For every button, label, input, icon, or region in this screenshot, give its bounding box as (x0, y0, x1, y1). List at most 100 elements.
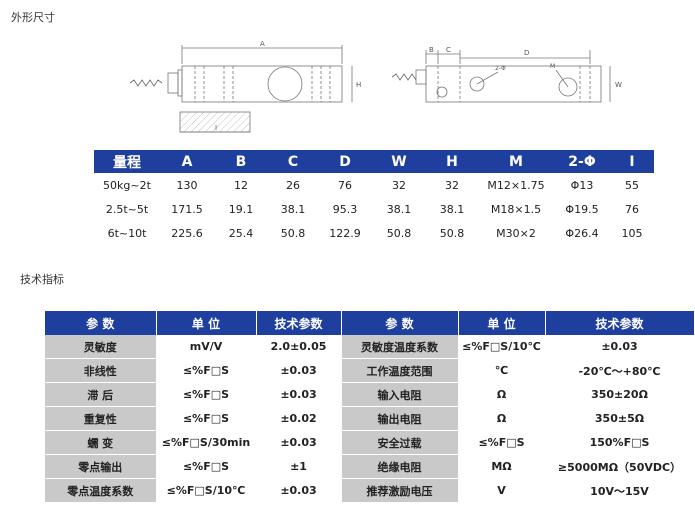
section-title-dimensions: 外形尺寸 (11, 11, 55, 24)
table-row: 重复性 ≤%F□S ±0.02 输出电阻 Ω 350±5Ω (45, 406, 695, 431)
table-cell: ≤%F□S/30min (156, 430, 257, 455)
table-cell: 55 (625, 178, 639, 192)
table-cell: M30×2 (496, 226, 536, 240)
table-cell: ±0.03 (256, 358, 342, 383)
table-cell: ≤%F□S/10℃ (458, 335, 546, 359)
table-cell: ±0.03 (256, 430, 342, 455)
header-i: I (610, 150, 654, 173)
header-value-2: 技术参数 (545, 311, 695, 335)
header-m: M (478, 150, 554, 173)
table-cell: Φ13 (570, 178, 594, 192)
table-cell: 10V～15V (545, 478, 695, 503)
param-label: 非线性 (45, 358, 157, 383)
table-row: 6t~10t 225.6 25.4 50.8 122.9 50.8 50.8 M… (94, 221, 654, 245)
table-cell: V (458, 478, 546, 503)
table-cell: 171.5 (171, 202, 203, 216)
dim-label-w: W (615, 81, 622, 89)
table-cell: 19.1 (228, 202, 254, 216)
header-w: W (372, 150, 426, 173)
dim-label-phi: 2-Φ (495, 65, 506, 72)
table-cell: 105 (621, 226, 643, 240)
table-cell: Ω (458, 382, 546, 407)
table-cell: 38.1 (280, 202, 306, 216)
table-cell: 350±5Ω (545, 406, 695, 431)
header-range: 量程 (94, 150, 160, 173)
table-cell: 76 (625, 202, 639, 216)
header-d: D (318, 150, 372, 173)
table-row: 非线性 ≤%F□S ±0.03 工作温度范围 ℃ -20℃～+80℃ (45, 358, 695, 383)
header-h: H (426, 150, 478, 173)
specifications-table: 参 数 单 位 技术参数 参 数 单 位 技术参数 灵敏度 mV/V 2.0±0… (45, 311, 695, 503)
header-param-2: 参 数 (341, 311, 459, 335)
table-cell: M18×1.5 (490, 202, 542, 216)
table-cell: 25.4 (228, 226, 254, 240)
header-unit-2: 单 位 (458, 311, 546, 335)
param-label: 零点输出 (45, 454, 157, 479)
table-cell: Ω (458, 406, 546, 431)
table-row: 蠕 变 ≤%F□S/30min ±0.03 安全过载 ≤%F□S 150%F□S (45, 430, 695, 455)
table-cell: 2.5t~5t (105, 202, 149, 216)
table-cell: 6t~10t (107, 226, 147, 240)
table-cell: ≤%F□S (156, 358, 257, 383)
table-row: 零点输出 ≤%F□S ±1 绝缘电阻 MΩ ≥5000MΩ（50VDC） (45, 454, 695, 479)
table-cell: mV/V (156, 335, 257, 359)
table-cell: 150%F□S (545, 430, 695, 455)
table-cell: 50kg~2t (103, 178, 151, 192)
table-cell: 95.3 (332, 202, 358, 216)
param-label: 灵敏度 (45, 335, 157, 359)
table-cell: ±0.03 (256, 382, 342, 407)
dim-label-b: B (429, 46, 434, 54)
table-cell: ≤%F□S (156, 406, 257, 431)
table-cell: 26 (286, 178, 300, 192)
param-label: 蠕 变 (45, 430, 157, 455)
param-label: 输出电阻 (341, 406, 459, 431)
param-label: 滞 后 (45, 382, 157, 407)
header-param: 参 数 (45, 311, 157, 335)
table-cell: 122.9 (329, 226, 361, 240)
param-label: 输入电阻 (341, 382, 459, 407)
table-cell: 50.8 (386, 226, 412, 240)
param-label: 安全过载 (341, 430, 459, 455)
header-value: 技术参数 (256, 311, 342, 335)
table-row: 2.5t~5t 171.5 19.1 38.1 95.3 38.1 38.1 M… (94, 197, 654, 221)
param-label: 推荐激励电压 (341, 478, 459, 503)
table-cell: ≤%F□S (156, 382, 257, 407)
table-cell: 2.0±0.05 (256, 335, 342, 359)
dim-label-h: H (356, 81, 361, 89)
table-cell: 350±20Ω (545, 382, 695, 407)
table-cell: 225.6 (171, 226, 203, 240)
table-cell: MΩ (458, 454, 546, 479)
table-cell: ±0.02 (256, 406, 342, 431)
param-label: 重复性 (45, 406, 157, 431)
dim-label-i: I (215, 124, 217, 132)
table-row: 滞 后 ≤%F□S ±0.03 输入电阻 Ω 350±20Ω (45, 382, 695, 407)
table-cell: 32 (445, 178, 459, 192)
dim-label-c: C (446, 46, 451, 54)
table-cell: 38.1 (439, 202, 465, 216)
table-cell: Φ26.4 (565, 226, 599, 240)
specs-header-row: 参 数 单 位 技术参数 参 数 单 位 技术参数 (45, 311, 695, 335)
table-cell: ±0.03 (545, 335, 695, 359)
table-cell: 32 (392, 178, 406, 192)
header-a: A (160, 150, 214, 173)
table-cell: 50.8 (280, 226, 306, 240)
table-row: 灵敏度 mV/V 2.0±0.05 灵敏度温度系数 ≤%F□S/10℃ ±0.0… (45, 335, 695, 359)
sensor-dimension-drawing: A I H B C D W 2-Φ M (129, 40, 622, 133)
table-row: 零点温度系数 ≤%F□S/10℃ ±0.03 推荐激励电压 V 10V～15V (45, 478, 695, 503)
cable-icon (129, 79, 163, 87)
table-cell: 38.1 (386, 202, 412, 216)
param-label: 灵敏度温度系数 (341, 335, 459, 359)
table-row: 50kg~2t 130 12 26 76 32 32 M12×1.75 Φ13 … (94, 173, 654, 197)
table-cell: -20℃～+80℃ (545, 358, 695, 383)
dimensions-table: 量程 A B C D W H M 2-Φ I 50kg~2t 130 12 26… (94, 150, 654, 245)
table-cell: 76 (338, 178, 352, 192)
header-unit: 单 位 (156, 311, 257, 335)
table-cell: 12 (234, 178, 248, 192)
header-b: B (214, 150, 268, 173)
section-title-specs: 技术指标 (20, 273, 64, 286)
param-label: 零点温度系数 (45, 478, 157, 503)
param-label: 工作温度范围 (341, 358, 459, 383)
header-phi: 2-Φ (554, 150, 610, 173)
dimensions-header-row: 量程 A B C D W H M 2-Φ I (94, 150, 654, 173)
table-cell: ≤%F□S (156, 454, 257, 479)
